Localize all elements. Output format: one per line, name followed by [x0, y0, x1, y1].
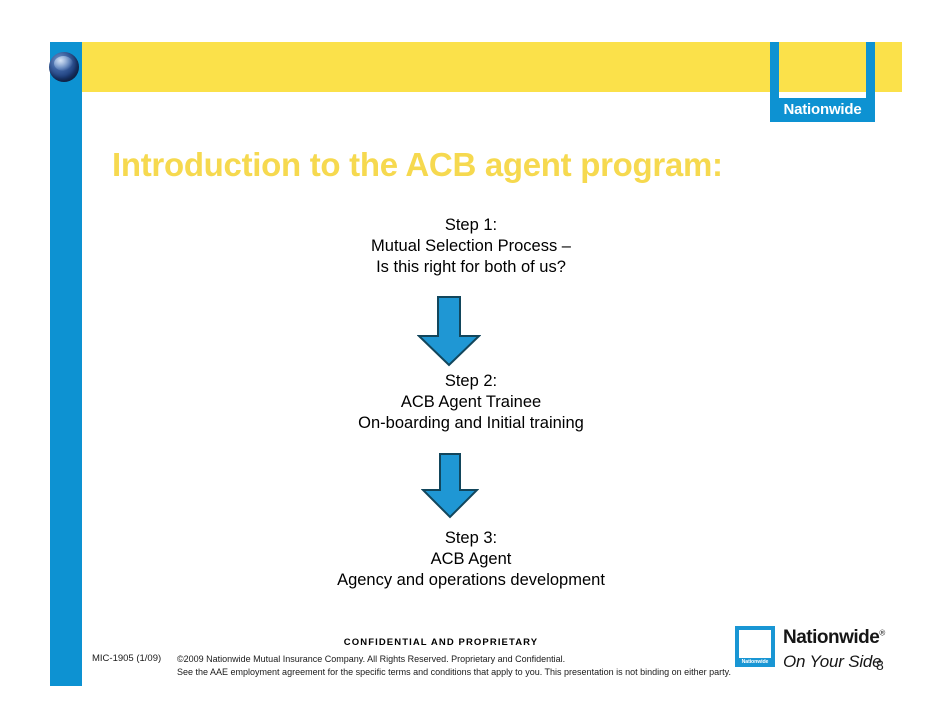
frame-bottom-bar — [770, 98, 875, 122]
frame-left-stroke — [770, 42, 779, 104]
down-arrow-icon-1 — [416, 296, 482, 372]
step-1-line-1: Step 1: — [444, 216, 498, 234]
page-title: Introduction to the ACB agent program: — [112, 146, 723, 183]
header-yellow-band — [82, 42, 902, 92]
nationwide-frame-logo: Nationwide — [770, 42, 875, 122]
nationwide-logo-text: Nationwide — [783, 101, 862, 118]
step-1-block: Step 1: Mutual Selection Process – Is th… — [0, 215, 942, 278]
page-number: 8 — [876, 657, 884, 673]
registered-mark: ® — [879, 628, 885, 638]
frame-right-stroke — [866, 42, 875, 104]
legal-line-1: ©2009 Nationwide Mutual Insurance Compan… — [177, 654, 566, 664]
down-arrow-icon-2 — [420, 453, 480, 524]
nationwide-box-label: Nationwide — [735, 658, 775, 667]
nationwide-lockup: Nationwide Nationwide® On Your Side — [735, 626, 895, 678]
nationwide-wordmark-text: Nationwide — [783, 627, 880, 648]
step-3-line-3: Agency and operations development — [337, 571, 605, 589]
step-2-line-1: Step 2: — [444, 372, 498, 390]
step-2-block: Step 2: ACB Agent Trainee On-boarding an… — [0, 371, 942, 434]
step-3-block: Step 3: ACB Agent Agency and operations … — [0, 528, 942, 591]
sphere-orb-icon — [49, 52, 79, 82]
step-2-line-2: ACB Agent Trainee — [400, 393, 542, 411]
step-1-line-2: Mutual Selection Process – — [371, 237, 571, 255]
nationwide-box-icon: Nationwide — [735, 626, 775, 667]
step-3-line-1: Step 3: — [444, 529, 498, 547]
step-3-line-2: ACB Agent — [430, 550, 512, 568]
step-2-line-3: On-boarding and Initial training — [358, 414, 584, 432]
left-blue-sidebar — [50, 42, 82, 686]
confidential-notice: CONFIDENTIAL AND PROPRIETARY — [343, 637, 539, 648]
nationwide-wordmark: Nationwide® — [783, 627, 885, 649]
document-code: MIC-1905 (1/09) — [92, 653, 162, 664]
nationwide-tagline: On Your Side — [783, 652, 882, 671]
legal-line-2: See the AAE employment agreement for the… — [177, 666, 731, 677]
legal-disclaimer: ©2009 Nationwide Mutual Insurance Compan… — [177, 653, 731, 678]
step-1-line-3: Is this right for both of us? — [376, 258, 566, 276]
